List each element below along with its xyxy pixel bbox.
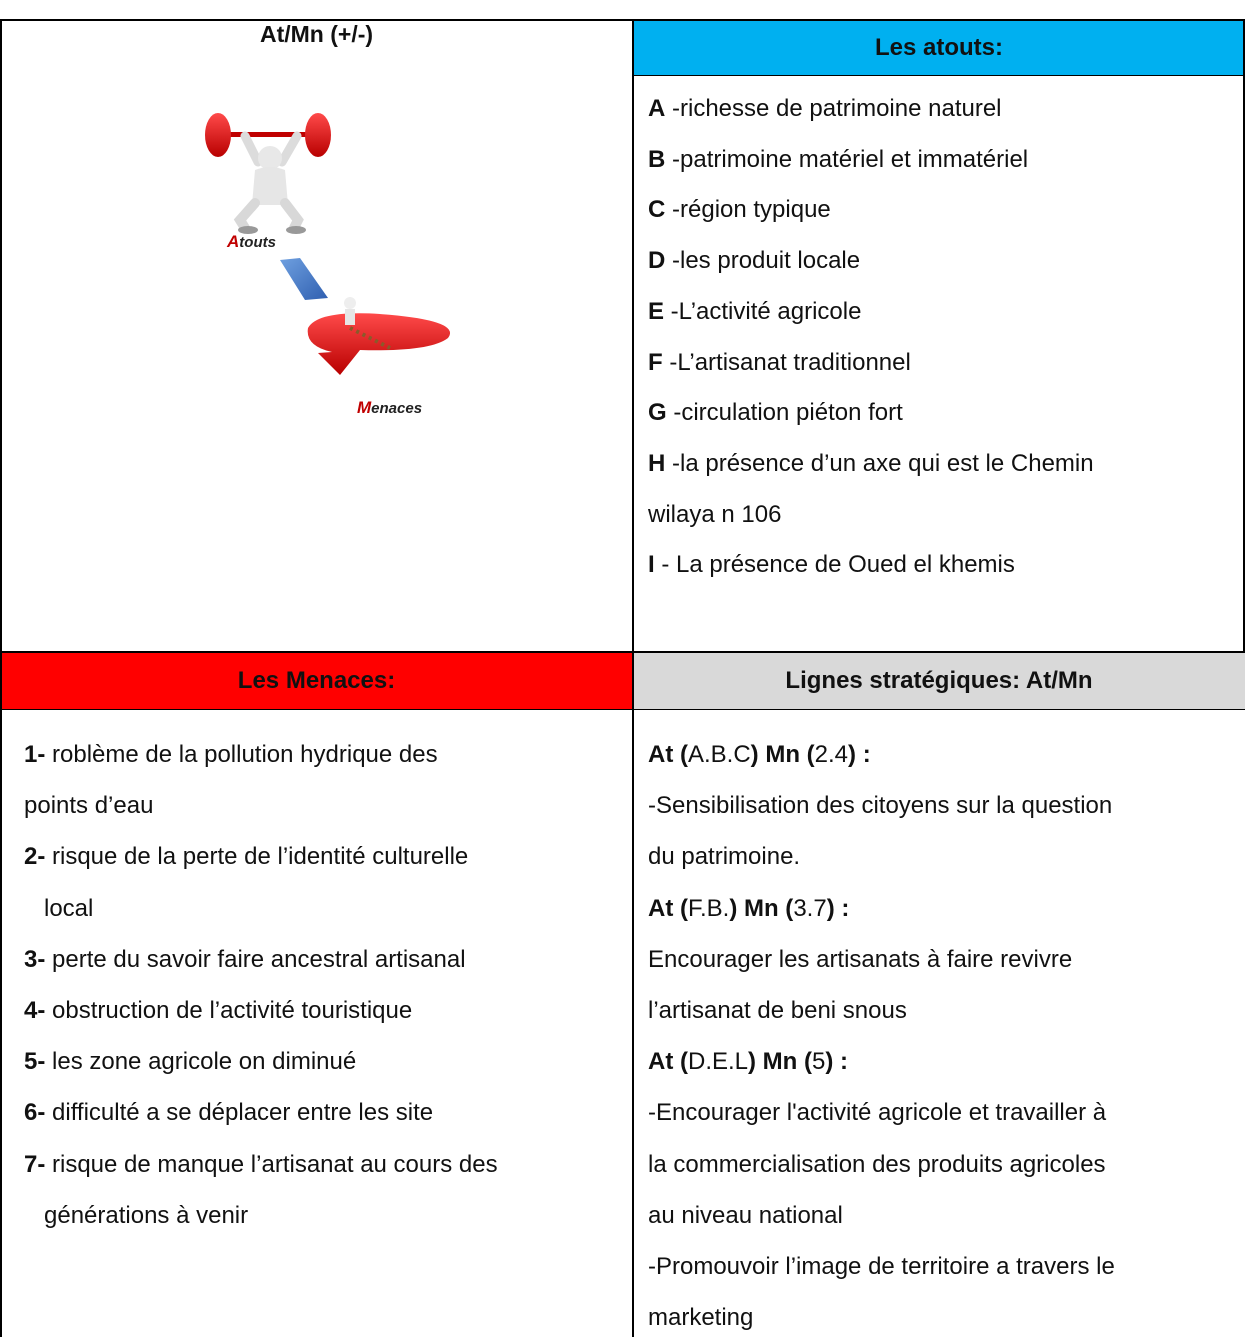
list-item: 5- les zone agricole on diminué — [24, 1048, 357, 1076]
list-item: A -richesse de patrimoine naturel — [648, 95, 1002, 122]
strategy-line: Encourager les artisanats à faire revivr… — [648, 945, 1073, 973]
strategies-list: At (A.B.C) Mn (2.4) : -Sensibilisation d… — [648, 729, 1115, 1343]
list-item-continuation: local — [44, 894, 94, 922]
strategy-heading: At (A.B.C) Mn (2.4) : — [648, 741, 871, 768]
list-item: I - La présence de Oued el khemis — [648, 551, 1015, 579]
table-border-row — [0, 651, 1245, 653]
strategy-line: la commercialisation des produits agrico… — [648, 1150, 1106, 1178]
list-item: 2- risque de la perte de l’identité cult… — [24, 843, 469, 871]
top-left-title: At/Mn (+/-) — [259, 20, 374, 47]
table-border-left — [0, 20, 2, 1337]
lower-header-bottom — [0, 709, 1245, 710]
atouts-list: A -richesse de patrimoine naturel B -pat… — [648, 84, 1094, 591]
strategy-line: l’artisanat de beni snous — [648, 997, 907, 1025]
strategies-title: Lignes stratégiques: At/Mn — [785, 667, 1093, 694]
blue-arrow-icon — [280, 258, 328, 300]
list-item: B -patrimoine matériel et immatériel — [648, 145, 1029, 173]
red-arrow-icon — [307, 297, 451, 375]
list-item: G -circulation piéton fort — [648, 399, 903, 427]
list-item: 7- risque de manque l’artisanat au cours… — [24, 1150, 498, 1178]
strategy-heading: At (F.B.) Mn (3.7) : — [648, 894, 850, 922]
list-item-continuation: wilaya n 106 — [648, 500, 782, 528]
atouts-header: Les atouts: — [633, 20, 1245, 75]
menaces-figure-label: Menaces — [357, 398, 423, 417]
list-item-continuation: points d’eau — [24, 792, 154, 820]
atouts-menaces-illustration — [205, 113, 451, 375]
atouts-figure-label: Atouts — [227, 232, 276, 251]
strategy-line: au niveau national — [648, 1201, 843, 1229]
table-border-middle — [632, 20, 634, 1337]
table-border-top — [0, 19, 1245, 21]
strategy-line: du patrimoine. — [648, 843, 801, 871]
list-item: C -région typique — [648, 196, 831, 224]
list-item: H -la présence d’un axe qui est le Chemi… — [648, 449, 1094, 477]
strategy-line: -Promouvoir l’image de territoire a trav… — [648, 1253, 1115, 1281]
list-item: 1- roblème de la pollution hydrique des — [24, 741, 438, 768]
strategies-header: Lignes stratégiques: At/Mn — [633, 652, 1245, 710]
strategy-line: -Encourager l'activité agricole et trava… — [648, 1099, 1107, 1127]
table-border-right — [1243, 20, 1245, 652]
strategy-heading: At (D.E.L) Mn (5) : — [648, 1048, 849, 1076]
menaces-title: Les Menaces: — [237, 667, 396, 694]
atouts-title: Les atouts: — [874, 33, 1003, 61]
list-item: 3- perte du savoir faire ancestral artis… — [24, 945, 466, 973]
atouts-header-bottom — [633, 75, 1245, 76]
list-item: 4- obstruction de l’activité touristique — [24, 997, 413, 1025]
menaces-list: 1- roblème de la pollution hydrique des … — [24, 729, 498, 1241]
list-item: 6- difficulté a se déplacer entre les si… — [24, 1099, 434, 1127]
menaces-header: Les Menaces: — [0, 652, 633, 710]
list-item: F -L’artisanat traditionnel — [648, 348, 911, 376]
list-item: E -L’activité agricole — [648, 297, 862, 325]
weightlifter-icon — [205, 113, 331, 234]
list-item-continuation: générations à venir — [44, 1201, 249, 1229]
strategy-line: marketing — [648, 1304, 754, 1332]
list-item: D -les produit locale — [648, 247, 861, 275]
strategy-line: -Sensibilisation des citoyens sur la que… — [648, 792, 1113, 820]
